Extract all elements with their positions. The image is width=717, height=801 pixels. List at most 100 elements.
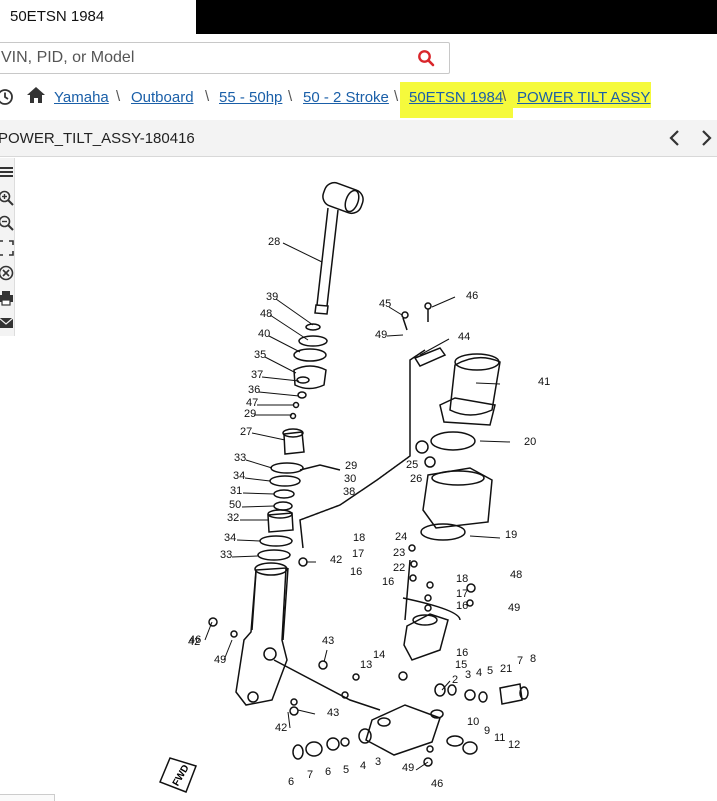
callout-47[interactable]: 47 [246,397,258,409]
email-icon[interactable] [0,315,14,331]
callout-46[interactable]: 46 [431,778,443,790]
breadcrumb: Yamaha \ Outboard \ 55 - 50hp \ 50 - 2 S… [0,82,717,118]
callout-6[interactable]: 6 [325,766,331,778]
callout-44[interactable]: 44 [458,331,470,343]
callout-42[interactable]: 42 [275,722,287,734]
breadcrumb-55-50hp[interactable]: 55 - 50hp [219,89,283,106]
callout-42[interactable]: 42 [330,554,342,566]
callout-20[interactable]: 20 [524,436,536,448]
callout-14[interactable]: 14 [373,649,385,661]
callout-38[interactable]: 38 [343,486,355,498]
callout-31[interactable]: 31 [230,485,242,497]
zoom-in-icon[interactable] [0,190,14,206]
callout-46[interactable]: 46 [189,634,201,646]
callout-37[interactable]: 37 [251,369,263,381]
callout-50[interactable]: 50 [229,499,241,511]
callout-48[interactable]: 48 [260,308,272,320]
callout-7[interactable]: 7 [517,655,523,667]
callout-21[interactable]: 21 [500,663,512,675]
callout-49[interactable]: 49 [375,329,387,341]
breadcrumb-yamaha[interactable]: Yamaha [54,89,109,106]
callout-15[interactable]: 15 [455,659,467,671]
callout-4[interactable]: 4 [476,667,482,679]
callout-26[interactable]: 26 [410,473,422,485]
callout-22[interactable]: 22 [393,562,405,574]
callout-35[interactable]: 35 [254,349,266,361]
breadcrumb-power-tilt-assy[interactable]: POWER TILT ASSY [517,89,651,106]
callout-2[interactable]: 2 [452,674,458,686]
breadcrumb-50etsn-1984[interactable]: 50ETSN 1984 [409,89,504,106]
callout-4[interactable]: 4 [360,760,366,772]
callout-18[interactable]: 18 [353,532,365,544]
callout-16[interactable]: 16 [350,566,362,578]
callout-25[interactable]: 25 [406,459,418,471]
callout-43[interactable]: 43 [322,635,334,647]
callout-16[interactable]: 16 [456,647,468,659]
callout-19[interactable]: 19 [505,529,517,541]
callout-6[interactable]: 6 [288,776,294,788]
callout-43[interactable]: 43 [327,707,339,719]
callout-9[interactable]: 9 [484,725,490,737]
breadcrumb-50-2-stroke[interactable]: 50 - 2 Stroke [303,89,389,106]
breadcrumb-outboard[interactable]: Outboard [131,89,194,106]
fit-screen-icon[interactable] [0,240,14,256]
menu-icon[interactable] [0,164,14,180]
callout-49[interactable]: 49 [214,654,226,666]
callout-36[interactable]: 36 [248,384,260,396]
home-icon[interactable] [26,86,46,104]
history-icon[interactable] [0,88,14,106]
callout-16[interactable]: 16 [382,576,394,588]
callout-27[interactable]: 27 [240,426,252,438]
search-icon[interactable] [417,49,435,67]
callout-23[interactable]: 23 [393,547,405,559]
callout-33[interactable]: 33 [234,452,246,464]
callout-45[interactable]: 45 [379,298,391,310]
callout-28[interactable]: 28 [268,236,280,248]
callout-7[interactable]: 7 [307,769,313,781]
callout-33[interactable]: 33 [220,549,232,561]
next-diagram-button[interactable] [695,126,717,150]
zoom-out-icon[interactable] [0,215,14,231]
callout-39[interactable]: 39 [266,291,278,303]
breadcrumb-separator: \ [288,88,293,105]
callout-11[interactable]: 11 [494,732,505,744]
callout-13[interactable]: 13 [360,659,372,671]
search-input[interactable] [1,43,401,73]
callout-17[interactable]: 17 [352,548,364,560]
breadcrumb-highlight [511,82,651,108]
browser-tab[interactable]: 50ETSN 1984 [0,0,196,34]
callout-8[interactable]: 8 [530,653,536,665]
callout-42[interactable]: 42 [188,636,200,648]
callout-30[interactable]: 30 [344,473,356,485]
leader-line [431,296,456,308]
callout-24[interactable]: 24 [395,531,407,543]
callout-40[interactable]: 40 [258,328,270,340]
leader-line [244,477,271,482]
callout-5[interactable]: 5 [343,764,349,776]
parts-diagram[interactable]: 2839484035373647292733343150323433293038… [150,170,570,798]
leader-line [269,314,309,341]
callout-12[interactable]: 12 [508,739,520,751]
leader-line [264,356,297,374]
callout-41[interactable]: 41 [538,376,550,388]
callout-3[interactable]: 3 [465,669,471,681]
callout-29[interactable]: 29 [244,408,256,420]
callout-29[interactable]: 29 [345,460,357,472]
reset-icon[interactable] [0,265,14,281]
callout-32[interactable]: 32 [227,512,239,524]
callout-17[interactable]: 17 [456,588,468,600]
previous-diagram-button[interactable] [664,126,686,150]
print-icon[interactable] [0,290,14,306]
callout-49[interactable]: 49 [508,602,520,614]
callout-46[interactable]: 46 [466,290,478,302]
callout-16[interactable]: 16 [456,600,468,612]
callout-3[interactable]: 3 [375,756,381,768]
callout-34[interactable]: 34 [233,470,245,482]
callout-10[interactable]: 10 [467,716,479,728]
callout-48[interactable]: 48 [510,569,522,581]
callout-5[interactable]: 5 [487,665,493,677]
leader-line [415,761,429,771]
callout-49[interactable]: 49 [402,762,414,774]
callout-34[interactable]: 34 [224,532,236,544]
callout-18[interactable]: 18 [456,573,468,585]
